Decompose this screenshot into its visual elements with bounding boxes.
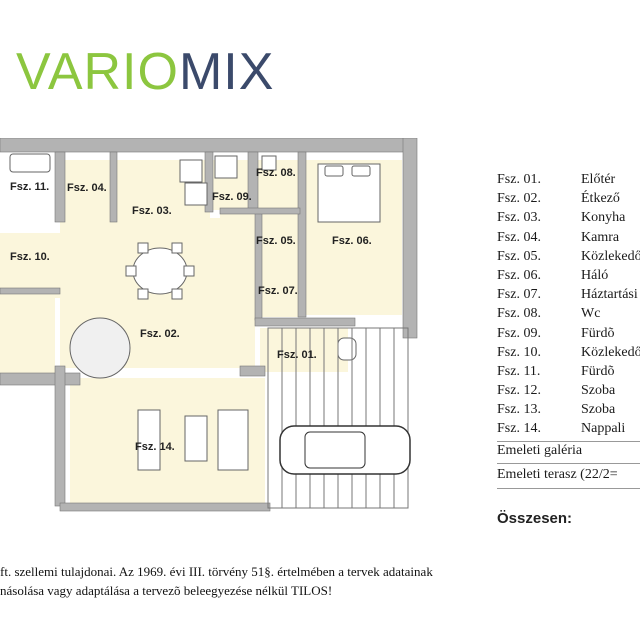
legend-terrace: Emeleti terasz (22/2= <box>497 467 618 482</box>
legend-code: Fsz. 13. <box>497 402 541 418</box>
legend-divider <box>497 488 640 489</box>
plan-label-04: Fsz. 04. <box>67 182 107 194</box>
legend-name: Wc <box>581 306 601 322</box>
plan-label-06: Fsz. 06. <box>332 235 372 247</box>
plan-label-08: Fsz. 08. <box>256 167 296 179</box>
legend-code: Fsz. 11. <box>497 363 541 379</box>
copyright-notice: ft. szellemi tulajdonai. Az 1969. évi II… <box>0 562 433 600</box>
copyright-line: násolása vagy adaptálása a tervezõ belee… <box>0 583 333 598</box>
fixtures <box>9 153 381 471</box>
walls <box>0 138 418 512</box>
plan-label-10: Fsz. 10. <box>10 251 50 263</box>
legend-name: Háztartási <box>581 287 638 303</box>
plan-label-01: Fsz. 01. <box>277 349 317 361</box>
legend-name: Konyha <box>581 210 626 226</box>
logo-part-vario: VARIO <box>16 43 179 101</box>
legend-code: Fsz. 14. <box>497 421 541 437</box>
legend-code: Fsz. 09. <box>497 325 541 341</box>
pergola <box>267 327 409 509</box>
legend-code: Fsz. 06. <box>497 267 541 283</box>
plan-label-02: Fsz. 02. <box>140 328 180 340</box>
legend-code: Fsz. 12. <box>497 383 541 399</box>
plan-label-11: Fsz. 11. <box>10 181 49 193</box>
legend-code: Fsz. 05. <box>497 248 541 264</box>
logo-part-mix: MIX <box>178 43 275 101</box>
legend-name: Kamra <box>581 229 620 245</box>
legend-name: Szoba <box>581 402 616 418</box>
legend-divider <box>497 463 640 464</box>
legend-gallery: Emeleti galéria <box>497 443 583 458</box>
floor-plan: Fsz. 11. Fsz. 04. Fsz. 09. Fsz. 08. Fsz.… <box>0 138 418 512</box>
legend-code: Fsz. 08. <box>497 306 541 322</box>
variomix-logo: VARIOMIX <box>16 42 274 102</box>
legend-divider <box>497 441 640 442</box>
plan-label-09: Fsz. 09. <box>212 191 252 203</box>
legend-code: Fsz. 03. <box>497 210 541 226</box>
legend-name: Közlekedő <box>581 344 640 360</box>
legend-name: Előtér <box>581 172 616 187</box>
plan-label-03: Fsz. 03. <box>132 205 172 217</box>
legend-name: Fürdõ <box>581 363 615 379</box>
plan-label-07: Fsz. 07. <box>258 285 298 297</box>
chairs <box>125 242 195 300</box>
legend-code: Fsz. 04. <box>497 229 541 245</box>
legend-name: Közlekedő <box>581 248 640 264</box>
room-fills <box>0 160 402 503</box>
legend-name: Nappali <box>581 421 626 437</box>
car-icon <box>279 425 411 475</box>
plan-label-05: Fsz. 05. <box>256 235 296 247</box>
legend-code: Fsz. 07. <box>497 287 541 303</box>
legend-name: Fürdõ <box>581 325 615 341</box>
copyright-line: ft. szellemi tulajdonai. Az 1969. évi II… <box>0 564 433 579</box>
legend-name: Étkező <box>581 191 620 207</box>
legend-name: Szoba <box>581 383 616 399</box>
legend-name: Háló <box>581 267 609 283</box>
total-label: Összesen: <box>497 510 573 527</box>
legend-code: Fsz. 02. <box>497 191 541 207</box>
legend-code: Fsz. 10. <box>497 344 541 360</box>
legend-code: Fsz. 01. <box>497 172 541 187</box>
plan-label-14: Fsz. 14. <box>135 441 175 453</box>
